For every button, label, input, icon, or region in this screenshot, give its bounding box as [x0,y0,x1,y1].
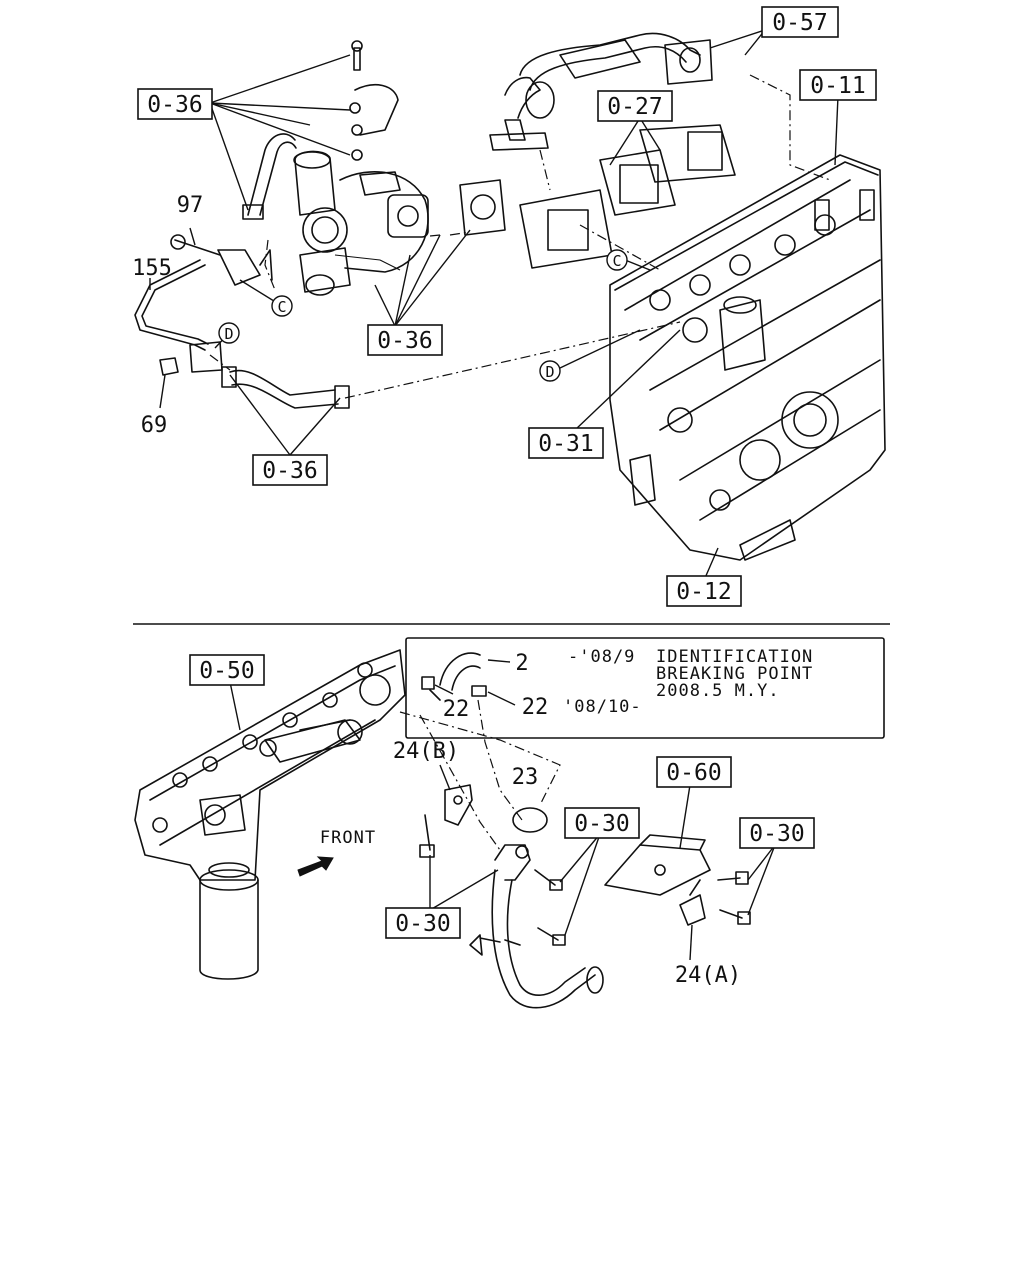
marker-c-2-label: C [612,252,621,270]
ref-0-30-left[interactable]: 0-30 [385,907,461,939]
ref-0-27[interactable]: 0-27 [597,90,673,122]
part-2: 2 [515,651,528,676]
marker-c-1-label: C [277,298,286,316]
ref-0-50[interactable]: 0-50 [189,654,265,686]
o-ring [512,807,548,833]
note-line-1: IDENTIFICATION [656,647,813,667]
ref-0-36-top[interactable]: 0-36 [137,88,213,120]
ref-0-60[interactable]: 0-60 [656,756,732,788]
note-date-old: -'08/9 [568,647,635,667]
note-line-3: 2008.5 M.Y. [656,681,780,701]
ref-0-11[interactable]: 0-11 [799,69,877,101]
assembly-lines [209,74,831,399]
egr-pipe [489,32,713,151]
water-pipe [469,844,604,1009]
marker-c-2: C [606,249,628,271]
part-69: 69 [141,413,168,438]
front-arrow-icon [297,856,334,877]
engine-block [609,154,886,561]
part-23: 23 [512,765,539,790]
part-24-b: 24(B) [393,739,459,764]
bracket-24b [444,784,473,826]
ref-0-12-label: 0-12 [676,579,731,605]
ref-0-60-label: 0-60 [666,760,721,786]
hose-2 [439,652,487,697]
front-label: FRONT [320,828,376,848]
ref-0-36-mid-label: 0-36 [377,328,432,354]
part-97: 97 [177,193,204,218]
part-155: 155 [132,256,172,281]
part-22-left: 22 [443,697,470,722]
leader-lines-bottom [229,659,776,961]
note-date-new: '08/10- [563,697,642,717]
bolts [419,676,751,946]
marker-c-1: C [271,295,293,317]
leader-lines [149,29,839,579]
oil-cooler-housing [134,649,406,881]
marker-d-2: D [539,360,561,382]
marker-d-2-label: D [545,363,554,381]
ref-0-30-left-label: 0-30 [395,911,450,937]
note-line-2: BREAKING POINT [656,664,813,684]
bracket-0-60 [604,834,711,896]
oil-filter [199,862,259,980]
ref-0-57[interactable]: 0-57 [761,6,839,38]
ref-0-31-label: 0-31 [538,431,593,457]
assembly-lines-bottom [399,699,561,851]
ref-0-27-label: 0-27 [607,94,662,120]
marker-d-1-label: D [224,325,233,343]
ref-0-12[interactable]: 0-12 [666,575,742,607]
ref-0-57-label: 0-57 [772,10,827,36]
ref-0-36-low[interactable]: 0-36 [252,454,328,486]
ref-0-36-top-label: 0-36 [147,92,202,118]
marker-d-1: D [218,322,240,344]
ref-0-36-mid[interactable]: 0-36 [367,324,443,356]
part-22-right: 22 [522,695,549,720]
ref-0-36-low-label: 0-36 [262,458,317,484]
ref-0-31[interactable]: 0-31 [528,427,604,459]
part-24-a: 24(A) [675,963,741,988]
bracket-24a [679,879,706,926]
front-indicator: FRONT [297,828,376,877]
oil-feed-pipe [242,40,399,220]
identification-note: -'08/9 IDENTIFICATION BREAKING POINT 200… [405,637,885,739]
ref-0-30-right[interactable]: 0-30 [739,817,815,849]
ref-0-11-label: 0-11 [810,73,865,99]
ref-0-30-mid-label: 0-30 [574,811,629,837]
turbocharger [293,150,429,296]
ref-0-50-label: 0-50 [199,658,254,684]
coolant-hose [221,366,350,409]
ref-0-30-right-label: 0-30 [749,821,804,847]
ref-0-30-mid[interactable]: 0-30 [564,807,640,839]
